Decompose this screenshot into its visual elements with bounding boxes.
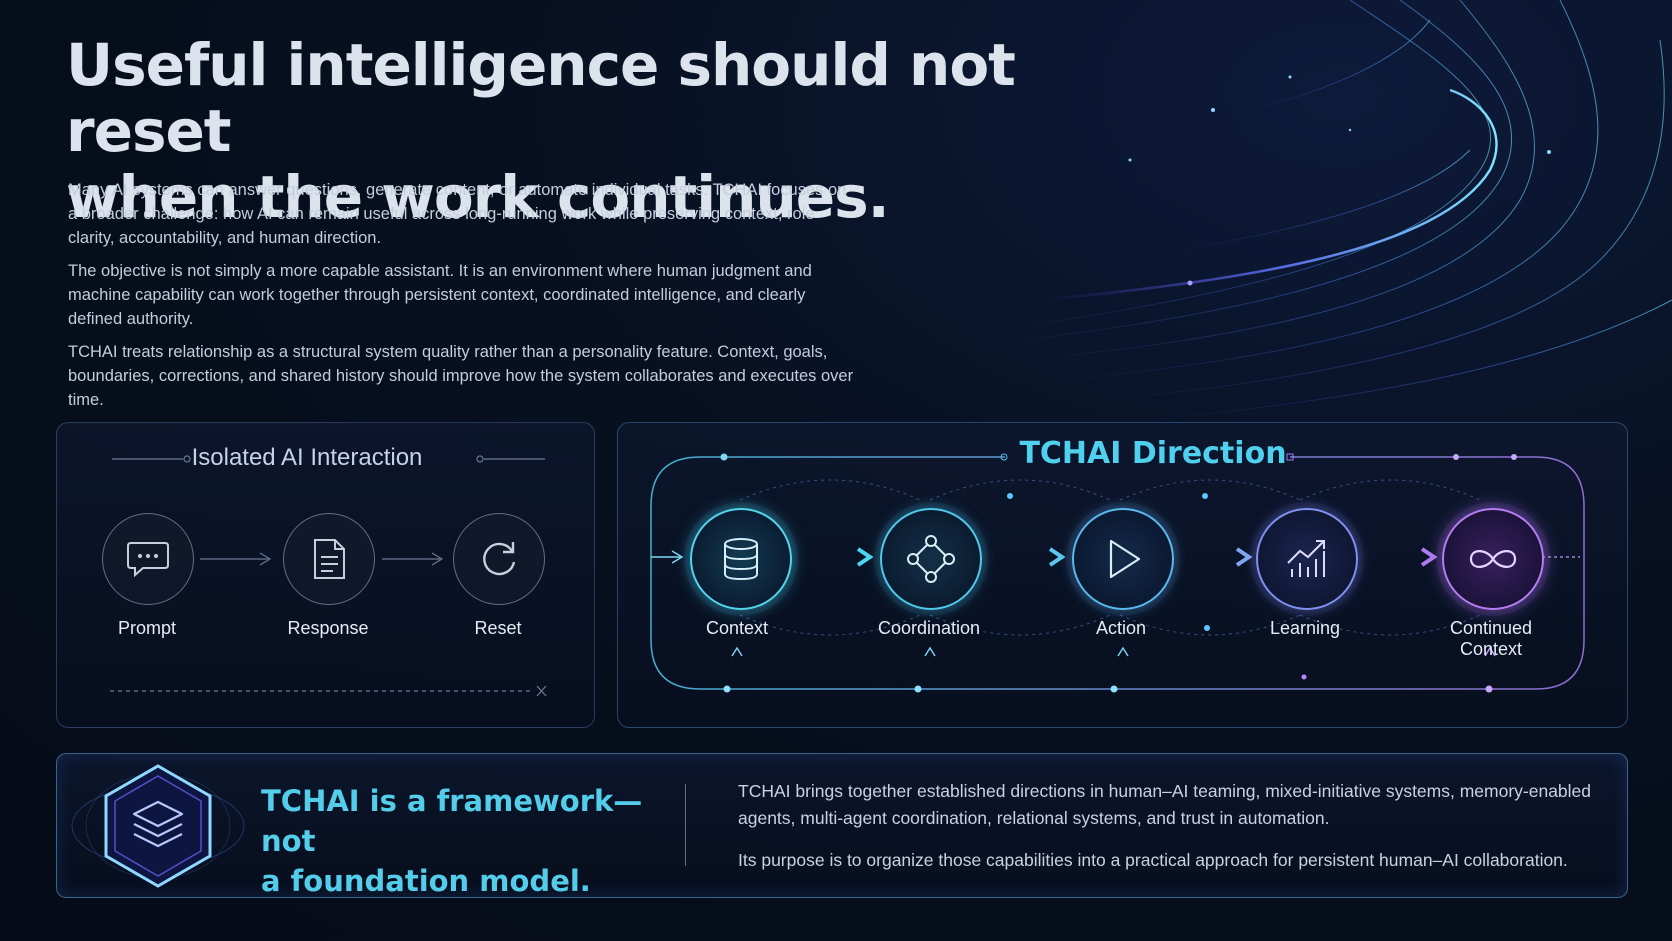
framework-divider [685, 784, 686, 866]
framework-panel [56, 753, 1628, 898]
headline-line-2: when the work continues. [66, 163, 890, 231]
network-nodes-icon [907, 535, 955, 583]
framework-paragraph: TCHAI brings together established direct… [738, 781, 1592, 828]
learning-step [1256, 508, 1358, 610]
framework-paragraph: Its purpose is to organize those capabil… [738, 850, 1568, 870]
continued-context-label-line-1: Continued [1449, 618, 1533, 638]
refresh-icon [483, 542, 516, 576]
play-icon [1109, 539, 1141, 579]
intro-paragraph: TCHAI treats relationship as a structura… [68, 343, 854, 409]
context-step [690, 508, 792, 610]
database-icon [724, 538, 758, 581]
prompt-step [102, 513, 194, 605]
headline-line-1: Useful intelligence should not reset [66, 31, 1016, 165]
layers-hexagon-icon [71, 764, 245, 888]
framework-description: TCHAI brings together established direct… [738, 778, 1618, 889]
response-step [283, 513, 375, 605]
tchai-panel-title: TCHAI Direction [1019, 436, 1287, 471]
trend-chart-icon [1287, 540, 1325, 577]
infinity-icon [1469, 550, 1517, 568]
coordination-label: Coordination [877, 618, 981, 638]
intro-text: Many AI systems can answer questions, ge… [68, 178, 858, 421]
learning-label: Learning [1269, 618, 1341, 638]
action-label: Action [1095, 618, 1147, 638]
continued-context-step [1442, 508, 1544, 610]
document-icon [314, 539, 345, 579]
context-label: Context [705, 618, 769, 638]
framework-heading-line-2: a foundation model. [261, 864, 591, 898]
intro-paragraph: The objective is not simply a more capab… [68, 262, 812, 328]
intro-paragraph: Many AI systems can answer questions, ge… [68, 181, 847, 247]
response-label: Response [287, 618, 369, 638]
page-headline: Useful intelligence should not reset whe… [66, 32, 1166, 230]
coordination-step [880, 508, 982, 610]
isolated-panel-title: Isolated AI Interaction [191, 444, 423, 471]
continued-context-label-line-2: Context [1459, 639, 1523, 659]
chat-bubble-icon [127, 542, 169, 578]
action-step [1072, 508, 1174, 610]
framework-heading: TCHAI is a framework—not a foundation mo… [261, 781, 681, 901]
reset-step [453, 513, 545, 605]
continued-context-label: Continued Context [1426, 618, 1556, 660]
reset-label: Reset [474, 618, 522, 638]
prompt-label: Prompt [117, 618, 177, 638]
framework-heading-line-1: TCHAI is a framework—not [261, 784, 643, 858]
